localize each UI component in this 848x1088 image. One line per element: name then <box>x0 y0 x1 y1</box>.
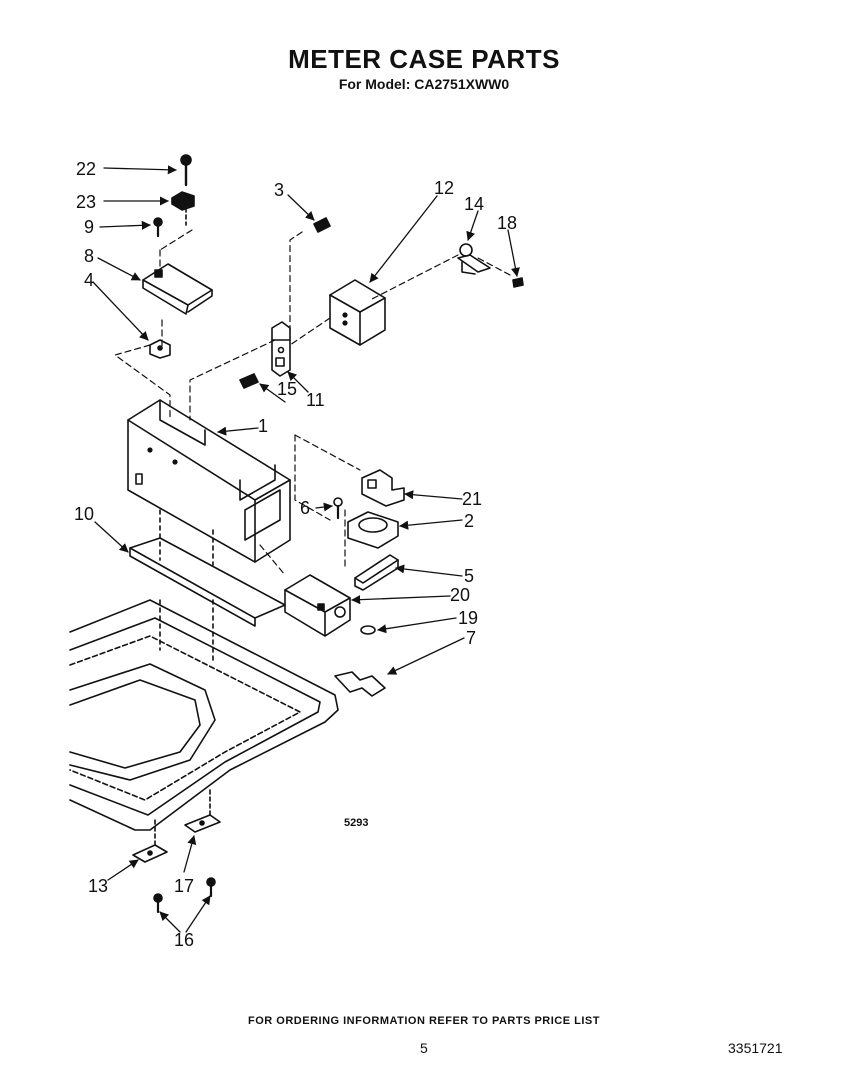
callout-9: 9 <box>84 217 94 237</box>
callout-7: 7 <box>466 628 476 648</box>
callout-16: 16 <box>174 930 194 950</box>
part-16-screws <box>153 877 216 914</box>
part-13-bracket <box>132 819 168 863</box>
part-4-bracket <box>149 339 171 359</box>
callout-1: 1 <box>258 416 268 436</box>
callout-21: 21 <box>462 489 482 509</box>
callout-14: 14 <box>464 194 484 214</box>
part-11-bracket <box>271 321 291 377</box>
callout-6: 6 <box>300 498 310 518</box>
callout-8: 8 <box>84 246 94 266</box>
part-14-knob <box>457 243 491 275</box>
part-15-screw <box>239 373 259 389</box>
part-23-clip <box>171 191 195 226</box>
part-19-knob <box>360 625 376 635</box>
part-22-pin <box>180 154 192 187</box>
ordering-note: FOR ORDERING INFORMATION REFER TO PARTS … <box>248 1015 600 1027</box>
part-17-bracket <box>184 789 221 833</box>
callout-12: 12 <box>434 178 454 198</box>
callout-19: 19 <box>458 608 478 628</box>
part-7-clip <box>334 671 386 697</box>
document-number: 3351721 <box>728 1040 783 1056</box>
page-number: 5 <box>420 1040 428 1056</box>
part-2-cup <box>347 511 399 549</box>
callout-11: 11 <box>306 390 325 410</box>
callout-15: 15 <box>277 379 297 399</box>
callout-18: 18 <box>497 213 517 233</box>
part-6-screw <box>333 497 343 520</box>
part-12-block <box>329 279 386 346</box>
cabinet-top-outline <box>69 599 339 831</box>
part-20-meter-box <box>284 574 351 637</box>
part-5-slide <box>354 554 399 591</box>
callout-labels: 22 23 9 8 4 3 12 14 18 11 15 1 21 6 2 10… <box>74 159 517 950</box>
model-subtitle: For Model: CA2751XWW0 <box>338 76 510 92</box>
callout-23: 23 <box>76 192 96 212</box>
part-3-screw <box>313 217 331 233</box>
callout-13: 13 <box>88 876 108 896</box>
leader-lines <box>92 165 520 933</box>
callout-17: 17 <box>174 876 194 896</box>
page-title: METER CASE PARTS <box>288 44 560 74</box>
callout-10: 10 <box>74 504 94 524</box>
part-18-screw <box>512 277 524 288</box>
part-1-meter-case <box>127 399 291 563</box>
part-9-screw <box>153 217 163 238</box>
callout-3: 3 <box>274 180 284 200</box>
callout-20: 20 <box>450 585 470 605</box>
part-8-cover <box>142 263 213 315</box>
callout-4: 4 <box>84 270 94 290</box>
part-21-bracket <box>361 469 405 507</box>
figure-code: 5293 <box>344 817 369 829</box>
callout-2: 2 <box>464 511 474 531</box>
callout-22: 22 <box>76 159 96 179</box>
callout-5: 5 <box>464 566 474 586</box>
